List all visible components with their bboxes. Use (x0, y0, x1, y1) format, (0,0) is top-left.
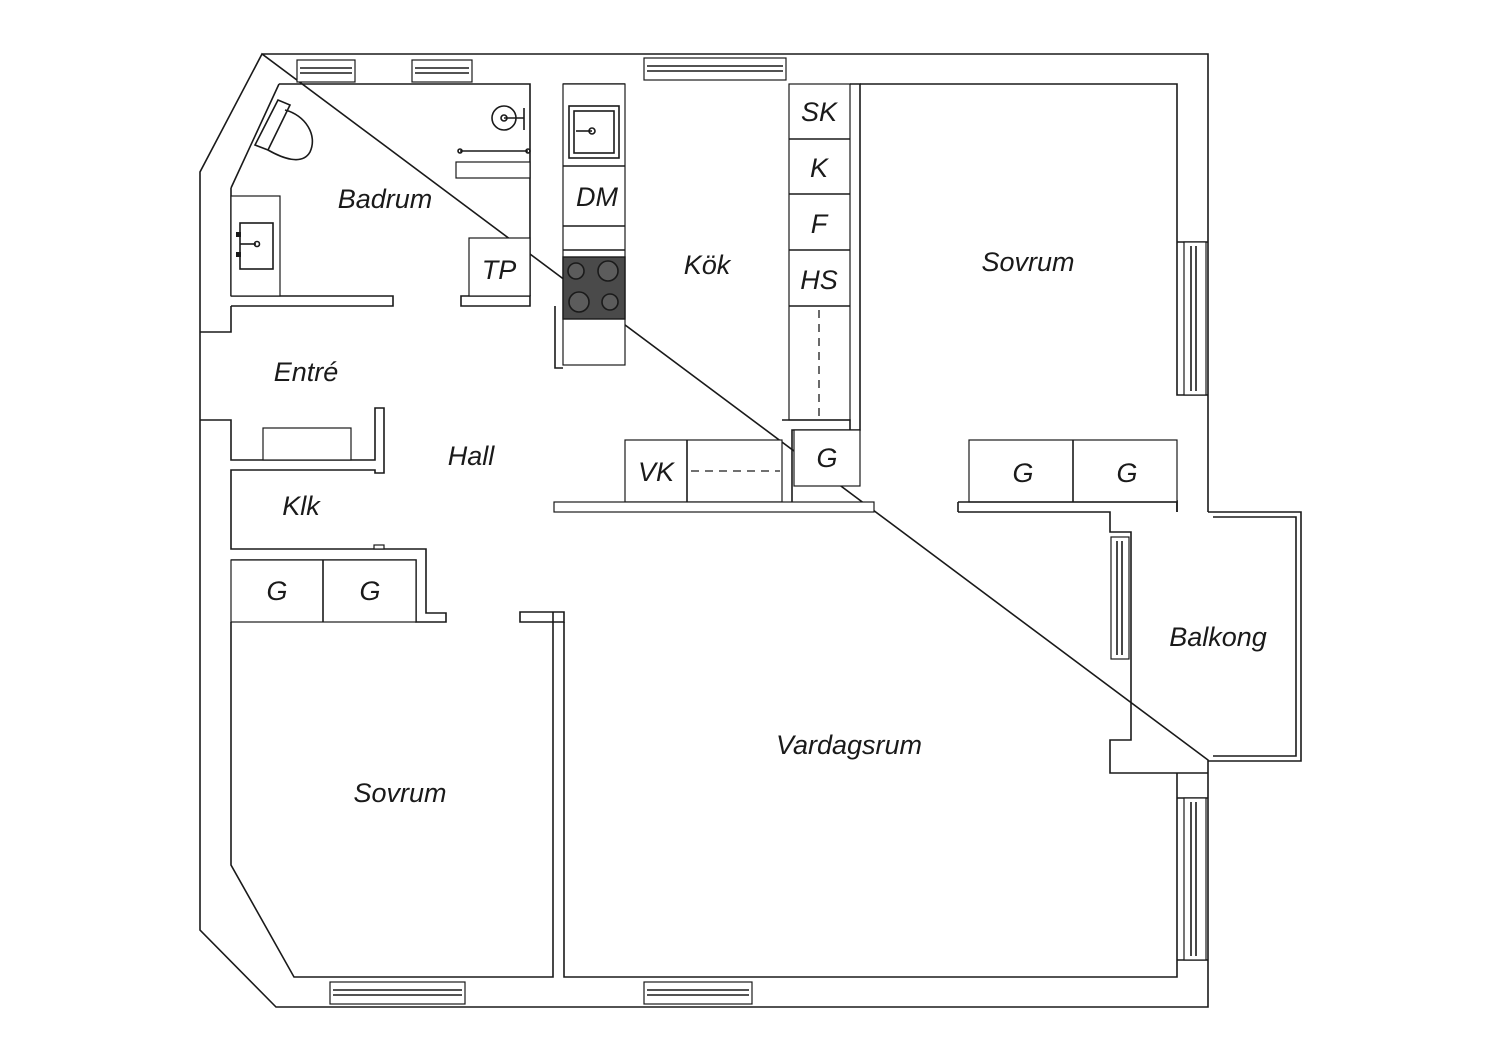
room-label-badrum: Badrum (338, 184, 433, 214)
g-sovrum-2-label: G (1116, 458, 1137, 488)
tp-label: TP (482, 255, 517, 285)
bedroom-top: G G (957, 439, 1178, 512)
g-hall-2-label: G (359, 576, 380, 606)
balcony (1208, 511, 1302, 762)
sk-label: SK (801, 97, 838, 127)
bathroom: TP (200, 98, 531, 333)
room-label-sovrum-top: Sovrum (981, 247, 1074, 277)
toilet-icon (253, 98, 314, 161)
f-label: F (811, 209, 829, 239)
sink-icon (230, 195, 281, 297)
g-hall-1-label: G (266, 576, 287, 606)
kitchen: DM SK K F HS VK G (553, 83, 875, 513)
dm-label: DM (576, 182, 618, 212)
room-label-entre: Entré (274, 357, 339, 387)
room-label-vardagsrum: Vardagsrum (776, 730, 922, 760)
shower-icon (457, 105, 531, 154)
g-sovrum-1-label: G (1012, 458, 1033, 488)
stove-icon (562, 256, 626, 320)
entrance-hall: G G (200, 407, 565, 623)
windows (296, 57, 1207, 1005)
room-label-balkong: Balkong (1169, 622, 1267, 652)
g-kitchen-label: G (816, 443, 837, 473)
room-label-hall: Hall (448, 441, 496, 471)
room-label-sovrum-bottom: Sovrum (353, 778, 446, 808)
tp-unit: TP (468, 237, 531, 297)
room-label-kok: Kök (684, 250, 732, 280)
k-label: K (810, 153, 829, 183)
vk-label: VK (638, 457, 675, 487)
room-labels: Badrum Kök Sovrum Entré Hall Klk Sovrum … (274, 184, 1267, 808)
hs-label: HS (800, 265, 838, 295)
kitchen-sink-icon (568, 105, 620, 159)
room-label-klk: Klk (282, 491, 321, 521)
